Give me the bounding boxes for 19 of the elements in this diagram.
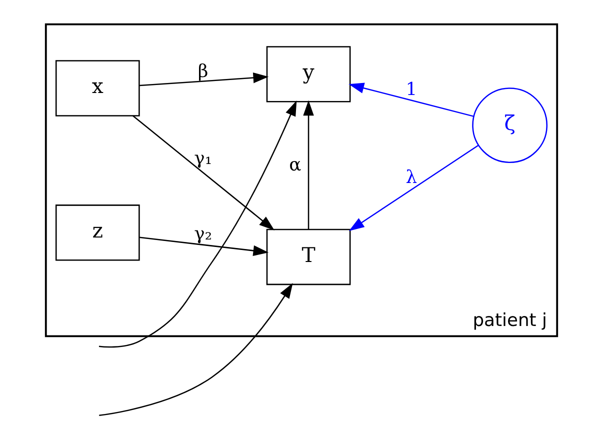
arrow — [303, 100, 314, 229]
arrow — [348, 82, 474, 116]
edge-label: λ — [406, 166, 418, 188]
edge-label: 1 — [406, 78, 418, 100]
edge-label: β — [198, 60, 208, 82]
edge-label: γ₂ — [194, 222, 212, 244]
arrow — [99, 282, 293, 416]
arrow — [132, 114, 274, 230]
node-box: y — [266, 46, 351, 102]
arrow — [98, 100, 297, 348]
arrow — [348, 144, 479, 231]
node-box: T — [266, 228, 351, 285]
arrow — [140, 236, 269, 256]
arrow — [140, 72, 269, 86]
node-box: x — [55, 60, 140, 116]
node-circle: ζ — [472, 87, 548, 162]
edge-label: γ₁ — [194, 147, 212, 168]
edge-label: α — [289, 154, 302, 175]
node-box: z — [55, 204, 140, 260]
